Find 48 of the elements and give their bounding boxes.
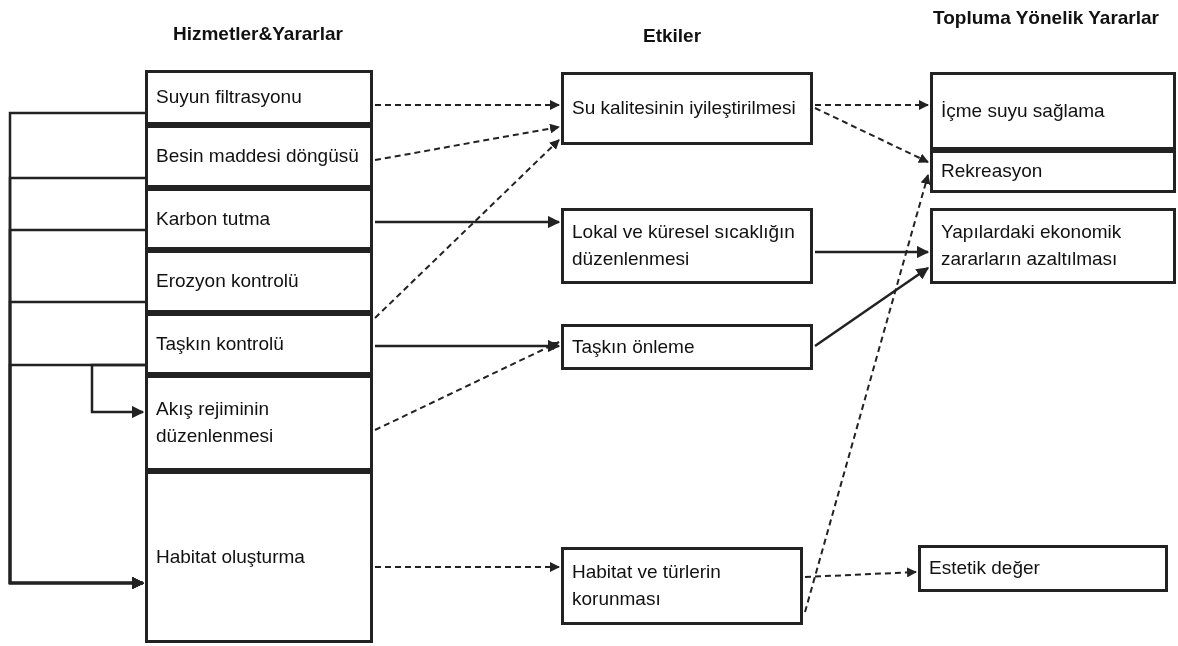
process-box — [145, 313, 373, 375]
process-box — [145, 188, 373, 250]
box-text: Su kalitesinin iyileştirilmesi — [572, 96, 797, 121]
process-box — [561, 324, 813, 370]
box-text: Taşkın önleme — [572, 334, 696, 359]
box-text: İçme suyu sağlama — [941, 98, 1106, 123]
arrow — [374, 100, 560, 110]
process-box — [930, 150, 1176, 193]
arrow — [374, 562, 560, 572]
box-text: Erozyon kontrolü — [156, 269, 300, 294]
arrow — [375, 339, 561, 353]
process-box — [145, 471, 373, 643]
box-text: Habitat oluşturma — [156, 544, 306, 569]
arrow — [8, 363, 145, 590]
box-text: Karbon tutma — [156, 206, 272, 231]
process-box — [145, 70, 373, 125]
arrow — [375, 215, 561, 229]
box-text: Taşkın kontrolü — [156, 331, 285, 356]
arrow — [815, 245, 930, 259]
box-text: Besin maddesi döngüsü — [156, 144, 360, 169]
process-box — [918, 545, 1168, 592]
arrow — [90, 363, 145, 419]
arrow — [374, 341, 560, 431]
box-text: Lokal ve küresel sıcaklığın düzenlenmesi — [572, 220, 796, 271]
process-box — [145, 375, 373, 471]
arrow — [804, 174, 931, 613]
column-heading: Topluma Yönelik Yararlar — [932, 6, 1160, 30]
box-text: Suyun filtrasyonu — [156, 85, 303, 110]
box-text: Estetik değer — [929, 556, 1041, 581]
process-box — [145, 250, 373, 313]
process-box — [561, 208, 813, 284]
arrow — [814, 107, 929, 163]
process-box — [145, 125, 373, 188]
column-heading: Hizmetler&Yararlar — [171, 22, 344, 46]
box-text: Akış rejiminin düzenlenmesi — [156, 397, 275, 448]
arrow — [374, 123, 560, 161]
box-text: Habitat ve türlerin korunması — [572, 560, 722, 611]
process-box — [561, 547, 803, 625]
column-heading: Etkiler — [641, 24, 703, 48]
box-text: Yapılardaki ekonomik zararların azaltılması — [941, 220, 1123, 271]
process-box — [561, 72, 813, 145]
arrow — [814, 100, 929, 110]
arrow — [814, 266, 930, 348]
process-box — [930, 72, 1176, 150]
arrow — [374, 139, 560, 319]
box-text: Rekreasyon — [941, 159, 1044, 184]
process-box — [930, 208, 1176, 284]
arrow — [804, 567, 917, 578]
